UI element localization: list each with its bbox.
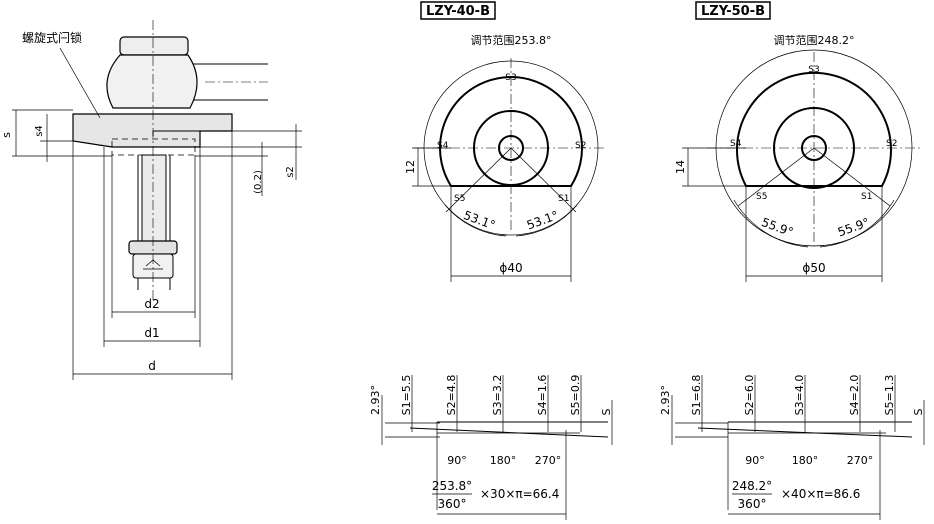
s1-ray <box>510 147 577 213</box>
d1-dim-label: d1 <box>144 326 159 340</box>
stroke-s2: S2=6.0 <box>743 375 756 416</box>
gap-dim-label: (0.2) <box>253 170 264 194</box>
pos-s3: S3 <box>505 73 516 83</box>
adjust-range-label: 调节范围248.2° <box>774 33 855 47</box>
diameter-label: ϕ50 <box>802 261 825 275</box>
stroke-s5: S5=1.3 <box>883 375 896 416</box>
angle-left: 55.9° <box>760 215 796 239</box>
stroke-s5: S5=0.9 <box>569 375 582 416</box>
s5-ray <box>737 147 815 207</box>
cam-slope-line <box>697 427 913 438</box>
model-title-box <box>695 1 771 20</box>
stroke-s4: S4=1.6 <box>536 375 549 416</box>
angle-arc-right <box>819 199 895 248</box>
s5-ray <box>445 147 512 213</box>
stroke-s2: S2=4.8 <box>445 375 458 416</box>
deg-90: 90° <box>447 454 467 467</box>
height-dim: 14 <box>674 160 687 174</box>
pos-s2: S2 <box>886 139 897 149</box>
cam-slope-line <box>409 427 609 438</box>
knob-cap <box>119 36 189 56</box>
s-label: S <box>600 408 613 415</box>
slope-angle: 2.93° <box>659 385 672 415</box>
pos-s3: S3 <box>808 65 819 75</box>
model-title: LZY-50-B <box>701 4 765 19</box>
clamp-section-view: 螺旋式闩锁 s s4 s2 (0.2) d2 d1 d <box>0 20 302 380</box>
cam-profile <box>736 71 892 187</box>
model-lzy-40-b: LZY-40-B 调节范围253.8° S3 S4 S2 S5 S1 12 53… <box>369 1 613 520</box>
formula-result: ×30×π=66.4 <box>480 487 559 501</box>
pos-s4: S4 <box>730 139 742 149</box>
deg-180: 180° <box>792 454 819 467</box>
stroke-s4: S4=2.0 <box>848 375 861 416</box>
model-title: LZY-40-B <box>426 4 490 19</box>
shaft <box>141 154 167 242</box>
deg-270: 270° <box>847 454 874 467</box>
s1-ray <box>813 147 891 207</box>
d2-dim-label: d2 <box>144 297 159 311</box>
pos-s5: S5 <box>756 192 767 202</box>
deg-90: 90° <box>745 454 765 467</box>
stroke-s3: S3=3.2 <box>491 375 504 416</box>
s-dim-label: s <box>0 132 13 138</box>
model-lzy-50-b: LZY-50-B 调节范围248.2° S3 S4 S2 S5 S1 14 55… <box>659 1 925 520</box>
pos-s1: S1 <box>861 192 872 202</box>
height-dim: 12 <box>404 160 417 174</box>
formula-denominator: 360° <box>738 497 767 511</box>
pos-s5: S5 <box>454 194 465 204</box>
formula-result: ×40×π=86.6 <box>781 487 860 501</box>
s4-dim-label: s4 <box>34 125 45 137</box>
formula-numerator: 248.2° <box>732 479 772 493</box>
stroke-s1: S1=5.5 <box>400 375 413 416</box>
pos-s1: S1 <box>558 194 569 204</box>
formula-denominator: 360° <box>438 497 467 511</box>
stroke-s3: S3=4.0 <box>793 375 806 416</box>
d-dim-label: d <box>148 359 156 373</box>
pos-s4: S4 <box>437 141 449 151</box>
deg-180: 180° <box>490 454 517 467</box>
formula-numerator: 253.8° <box>432 479 472 493</box>
adjust-range-label: 调节范围253.8° <box>471 33 552 47</box>
angle-right: 55.9° <box>836 215 872 239</box>
angle-arc-left <box>444 204 507 237</box>
angle-arc-left <box>733 199 809 248</box>
s-label: S <box>912 408 925 415</box>
angle-arc-right <box>515 204 578 237</box>
deg-270: 270° <box>535 454 562 467</box>
s2-dim-label: s2 <box>285 166 296 178</box>
callout-leader <box>59 47 101 119</box>
stroke-s1: S1=6.8 <box>690 375 703 416</box>
diameter-label: ϕ40 <box>499 261 522 275</box>
latch-callout-label: 螺旋式闩锁 <box>22 30 82 45</box>
knob-ball <box>106 54 198 109</box>
model-title-box <box>420 1 496 20</box>
pos-s2: S2 <box>575 141 586 151</box>
slope-angle: 2.93° <box>369 385 382 415</box>
